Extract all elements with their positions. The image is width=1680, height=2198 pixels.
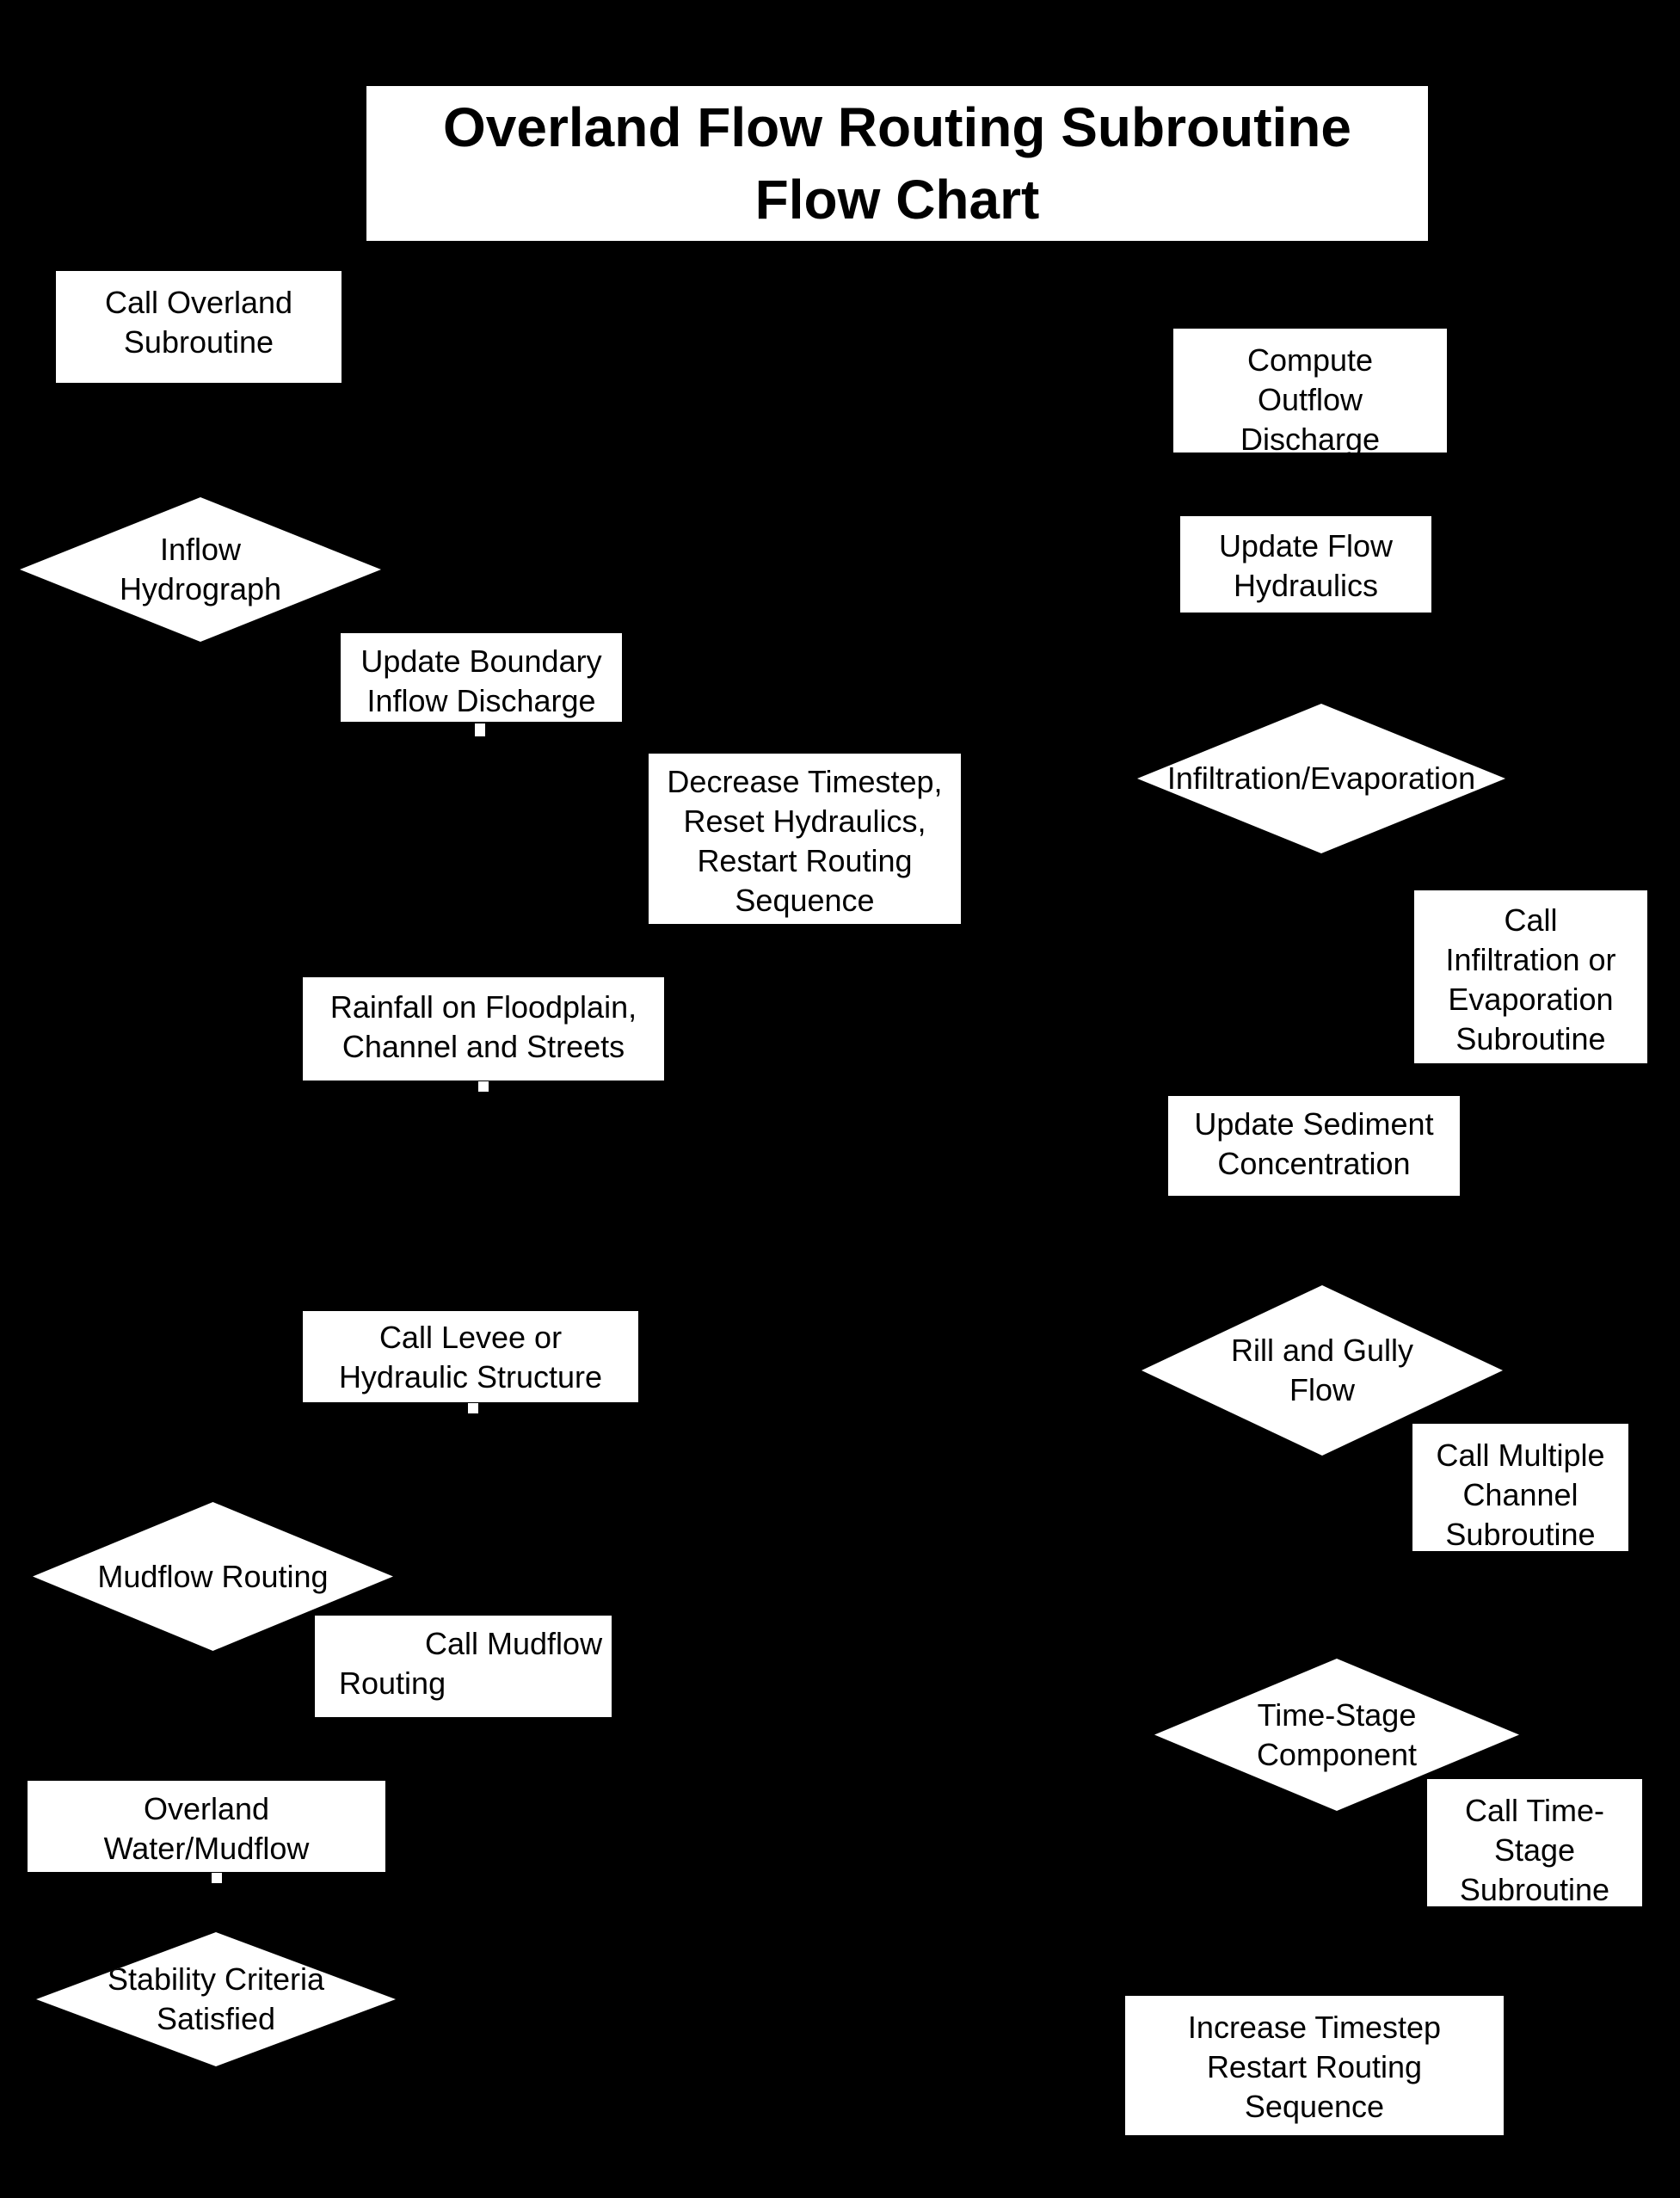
label-line: Hydraulics [1233, 568, 1379, 603]
label-line: Call Multiple [1436, 1438, 1605, 1473]
label-line: Restart Routing [697, 843, 913, 878]
label-line: Increase Timestep [1187, 2010, 1442, 2045]
label-line: Update Flow [1218, 528, 1394, 563]
connector-remnant [475, 723, 485, 736]
node-infiltration-evaporation-decision: Infiltration/Evaporation [1137, 704, 1505, 853]
label-line: Evaporation [1448, 982, 1614, 1017]
label-line: Stage [1493, 1832, 1576, 1868]
node-update-boundary-inflow-discharge: Update Boundary Inflow Discharge [341, 633, 622, 722]
label-line: Subroutine [1445, 1517, 1596, 1551]
label-line: Inflow [159, 532, 242, 567]
chart-title-line: Overland Flow Routing Subroutine [443, 96, 1351, 158]
label-line: Subroutine [123, 324, 274, 360]
label-line: Hydrograph [119, 571, 282, 606]
label-line: Call Overland [104, 285, 293, 320]
label-line: Call Levee or [378, 1320, 563, 1355]
label-line: Restart Routing [1206, 2049, 1423, 2084]
label-line: Sequence [1244, 2089, 1385, 2124]
label-line: Channel and Streets [342, 1029, 625, 1064]
node-increase-timestep-restart-routing: Increase Timestep Restart Routing Sequen… [1125, 1996, 1504, 2135]
label-line: Rill and Gully [1230, 1333, 1414, 1368]
connector-remnant [468, 1403, 478, 1413]
label-line: Channel [1462, 1477, 1578, 1512]
node-overland-water-mudflow: Overland Water/Mudflow [28, 1781, 385, 1872]
label-line: Update Sediment [1194, 1106, 1434, 1142]
node-call-levee-or-hydraulic-structure: Call Levee or Hydraulic Structure [303, 1311, 638, 1402]
label-line: Concentration [1217, 1146, 1411, 1181]
label-line: Rainfall on Floodplain, [329, 989, 637, 1025]
label-line: Subroutine [1459, 1872, 1610, 1906]
node-call-time-stage-subroutine: Call Time- Stage Subroutine [1427, 1779, 1642, 1906]
node-call-mudflow-routing: Call Mudflow Routing [315, 1616, 612, 1717]
label-line: Satisfied [156, 2001, 276, 2036]
connector-remnant [478, 1081, 489, 1092]
node-call-infiltration-or-evaporation-subroutine: Call Infiltration or Evaporation Subrout… [1414, 890, 1647, 1063]
node-stability-criteria-satisfied-decision: Stability Criteria Satisfied [36, 1932, 396, 2066]
label-line: Routing [339, 1665, 446, 1701]
label-line: Component [1256, 1736, 1418, 1772]
label-line: Compute [1246, 342, 1374, 378]
label-line: Hydraulic Structure [338, 1359, 603, 1395]
node-decrease-timestep-reset-hydraulics: Decrease Timestep, Reset Hydraulics, Res… [649, 754, 961, 924]
node-update-flow-hydraulics: Update Flow Hydraulics [1180, 516, 1431, 613]
label-line: Time-Stage [1257, 1696, 1417, 1733]
label-line: Stability Criteria [107, 1961, 325, 1997]
label-line: Inflow Discharge [366, 683, 596, 718]
label-line: Discharge [1240, 422, 1381, 453]
label-line: Subroutine [1455, 1021, 1606, 1056]
node-update-sediment-concentration: Update Sediment Concentration [1168, 1096, 1460, 1196]
node-rainfall-on-floodplain: Rainfall on Floodplain, Channel and Stre… [303, 977, 664, 1081]
label-line: Flow [1289, 1372, 1355, 1407]
label-line: Water/Mudflow [103, 1831, 310, 1866]
label-line: Update Boundary [360, 643, 602, 679]
label-line: Reset Hydraulics, [683, 803, 926, 839]
node-compute-outflow-discharge: Compute Outflow Discharge [1173, 329, 1447, 453]
label-line: Sequence [735, 883, 875, 918]
label-line: Outflow [1257, 382, 1363, 417]
node-call-multiple-channel-subroutine: Call Multiple Channel Subroutine [1412, 1424, 1628, 1551]
label-line: Call Time- [1464, 1793, 1605, 1828]
label-line: Infiltration or [1445, 942, 1616, 977]
label-line: Overland [143, 1791, 270, 1826]
connector-remnant [212, 1873, 222, 1883]
node-inflow-hydrograph-decision: Inflow Hydrograph [20, 497, 381, 642]
label-line: Call Mudflow [425, 1626, 603, 1661]
node-call-overland-subroutine: Call Overland Subroutine [56, 271, 342, 383]
label-line: Decrease Timestep, [667, 764, 943, 799]
label-line: Infiltration/Evaporation [1166, 760, 1476, 796]
label-line: Mudflow Routing [97, 1558, 329, 1594]
chart-title-line: Flow Chart [754, 169, 1040, 231]
label-line: Call [1504, 902, 1558, 938]
chart-title: Overland Flow Routing Subroutine Flow Ch… [366, 86, 1428, 241]
